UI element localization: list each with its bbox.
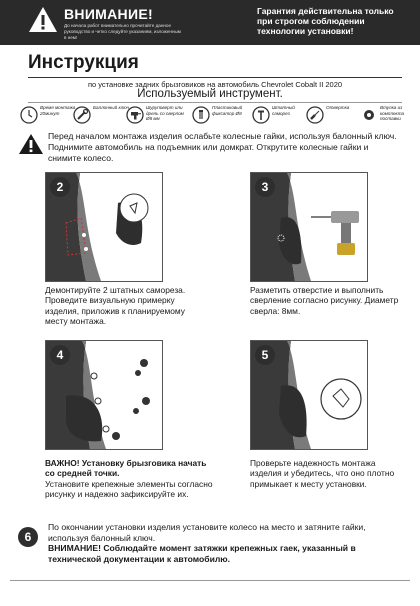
step-3-illustration: 3 xyxy=(250,172,368,282)
bushing-icon xyxy=(364,110,374,120)
check-illustration xyxy=(251,341,362,449)
tool-label: Втулка из комплекта поставки xyxy=(380,105,405,122)
wheel-arch-illustration xyxy=(46,173,149,281)
wrench-icon xyxy=(73,106,91,124)
warning-icon xyxy=(29,7,57,32)
warning-subtitle: До начала работ внимательно прочитайте д… xyxy=(64,23,181,40)
warning-title: ВНИМАНИЕ! xyxy=(64,6,153,22)
drilling-illustration xyxy=(251,173,359,281)
step-6-warning: ВНИМАНИЕ! Соблюдайте момент затяжки креп… xyxy=(48,543,356,564)
step-6-body: По окончании установки изделия установит… xyxy=(48,522,366,543)
step-5-text: Проверьте надежность монтажа изделия и у… xyxy=(250,458,395,489)
tool-label: Баллонный ключ xyxy=(93,105,129,110)
tools-heading: Используемый инструмент. xyxy=(137,88,283,100)
step-3-text: Разметить отверстие и выполнить сверлени… xyxy=(250,285,399,316)
title-divider xyxy=(28,77,402,78)
fastening-illustration xyxy=(46,341,150,449)
tool-label: Штатный саморез xyxy=(272,105,295,116)
step-number: 3 xyxy=(255,177,275,197)
step-number: 4 xyxy=(50,345,70,365)
tool-label: Время монтажа 20минут xyxy=(40,105,76,116)
guarantee-note: Гарантия действительна только при строго… xyxy=(257,6,394,36)
tool-label: Отвертка xyxy=(326,105,350,110)
step-2-text: Демонтируйте 2 штатных самореза. Проведи… xyxy=(45,285,186,327)
screwdriver-icon xyxy=(306,106,324,124)
step-4-text: ВАЖНО! Установку брызговика начать со ср… xyxy=(45,458,215,500)
page-subtitle: по установке задних брызговиков на автом… xyxy=(87,80,343,89)
clip-icon xyxy=(192,106,210,124)
step-2-illustration: 2 xyxy=(45,172,163,282)
drill-icon xyxy=(126,106,144,124)
step-number: 2 xyxy=(50,177,70,197)
caution-icon xyxy=(19,134,43,154)
step-4-body: Установите крепежные элементы согласно р… xyxy=(45,478,213,500)
step-4-illustration: 4 xyxy=(45,340,163,450)
step-number: 5 xyxy=(255,345,275,365)
tool-label: Шуруповерт или дрель со сверлом Ø8 мм xyxy=(146,105,184,122)
step-4-important: ВАЖНО! Установку брызговика начать со ср… xyxy=(45,458,207,479)
step-6-number: 6 xyxy=(18,527,38,547)
page-title: Инструкция xyxy=(28,52,139,73)
screw-icon xyxy=(252,106,270,124)
tool-label: Пластиковый фиксатор Ø8 xyxy=(212,105,243,116)
step-5-illustration: 5 xyxy=(250,340,368,450)
step-6-text: По окончании установки изделия установит… xyxy=(48,522,398,564)
clock-icon xyxy=(20,106,38,124)
caution-text: Перед началом монтажа изделия ослабьте к… xyxy=(48,131,397,163)
header-bar: ВНИМАНИЕ! До начала работ внимательно пр… xyxy=(0,0,420,45)
tools-divider xyxy=(28,102,402,103)
bottom-divider xyxy=(10,580,410,581)
